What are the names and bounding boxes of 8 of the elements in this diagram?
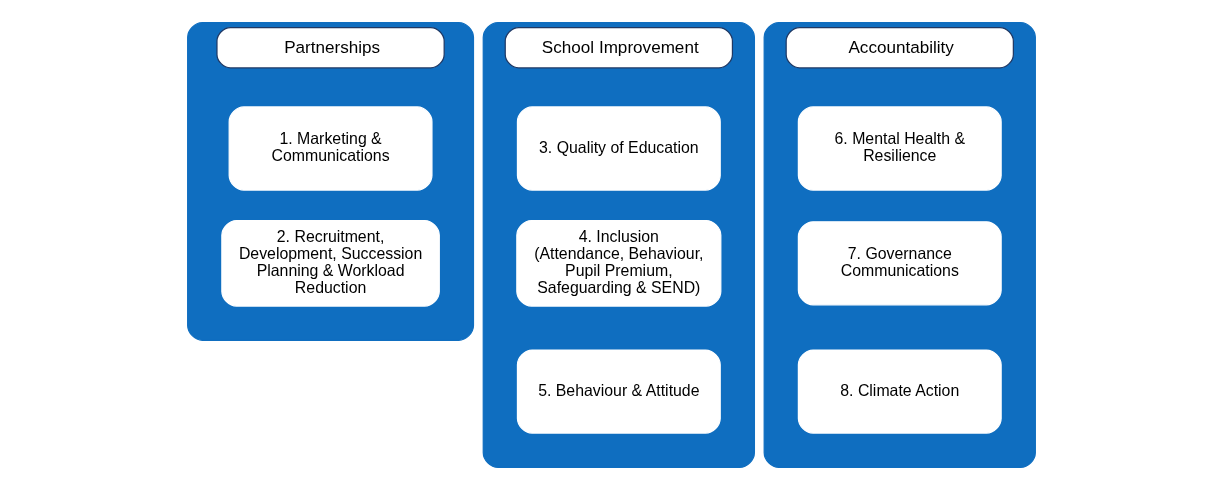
node-box: 3. Quality of Education	[516, 106, 721, 191]
node-box: 1. Marketing & Communications	[228, 106, 433, 191]
node-box: 7. Governance Communications	[797, 221, 1002, 306]
node-box: 8. Climate Action	[797, 349, 1002, 434]
node-box: 2. Recruitment, Development, Succession Planning & Workload Reduction	[220, 219, 440, 307]
node-box: 4. Inclusion (Attendance, Behaviour, Pupil Premium, Safeguarding & SEND)	[515, 219, 721, 307]
node-box: 5. Behaviour & Attitude	[516, 349, 721, 434]
node-box: 6. Mental Health & Resilience	[797, 106, 1002, 191]
